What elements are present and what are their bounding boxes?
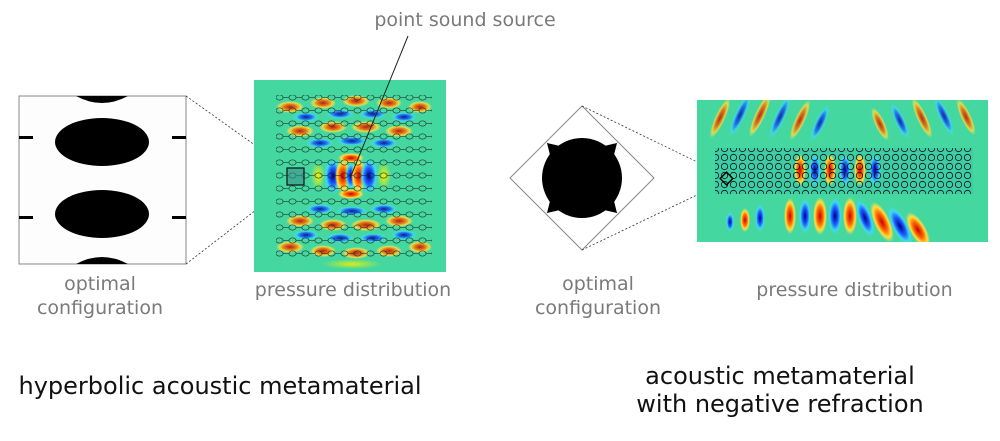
left-config-label-line2: configuration [36, 297, 164, 319]
left-pressure-field [254, 80, 446, 272]
right-field-label: pressure distribution [756, 279, 953, 301]
source-pointer-line [350, 35, 409, 177]
right-caption: acoustic metamaterial with negative refr… [600, 362, 960, 418]
right-caption-line2: with negative refraction [636, 390, 924, 418]
right-config-label: optimal configuration [518, 272, 678, 320]
left-zoom-lines [185, 95, 288, 265]
left-config-label-line1: optimal [64, 273, 136, 295]
right-caption-line1: acoustic metamaterial [645, 362, 915, 390]
right-unit-cell [509, 105, 655, 251]
right-config-label-line2: configuration [534, 297, 662, 319]
left-field-label: pressure distribution [254, 279, 452, 301]
right-pressure-field [697, 100, 988, 242]
point-sound-source-label: point sound source [374, 9, 556, 31]
left-caption: hyperbolic acoustic metamaterial [18, 372, 422, 400]
right-config-label-line1: optimal [562, 273, 634, 295]
left-unit-cell [18, 95, 187, 265]
left-config-label: optimal configuration [20, 272, 180, 320]
